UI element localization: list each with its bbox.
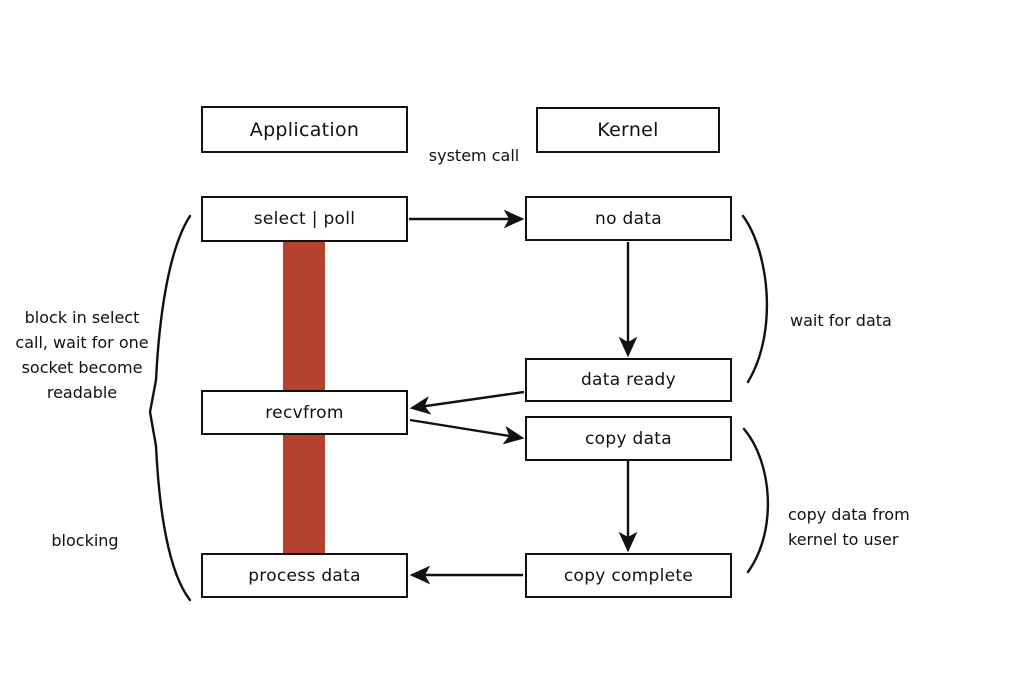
annotation-wait-for-data-text: wait for data [790,311,892,330]
node-process-data[interactable]: process data [201,553,408,598]
node-data-ready-label: data ready [580,370,677,390]
right-brace-wait-for-data [741,214,769,384]
node-process-data-label: process data [248,565,361,586]
blocking-bar-lower [283,435,325,553]
node-kernel[interactable]: Kernel [536,107,720,153]
node-application-label: Application [249,118,360,141]
annotation-copy-data-from-kernel: copy data from kernel to user [788,477,968,552]
label-system-call: system call [414,118,534,168]
node-copy-data-label: copy data [585,428,672,449]
left-brace [148,214,192,602]
node-select-poll-label: select | poll [253,209,356,229]
node-no-data[interactable]: no data [525,196,732,241]
node-data-ready[interactable]: data ready [525,358,732,402]
annotation-wait-for-data: wait for data [790,283,950,333]
annotation-blocking-text: blocking [51,531,119,550]
arrow-recvfrom-to-copydata [409,418,525,445]
annotation-block-in-select: block in select call, wait for one socke… [2,280,162,405]
node-select-poll[interactable]: select | poll [201,196,408,242]
node-application[interactable]: Application [201,106,408,153]
node-kernel-label: Kernel [597,119,659,141]
label-system-call-text: system call [428,146,520,165]
node-recvfrom-label: recvfrom [265,402,344,423]
node-copy-complete-label: copy complete [563,565,694,586]
annotation-copy-data-from-kernel-text: copy data from kernel to user [788,505,910,549]
right-brace-copy-data [742,427,770,574]
node-recvfrom[interactable]: recvfrom [201,390,408,435]
blocking-bar-upper [283,242,325,390]
node-copy-data[interactable]: copy data [525,416,732,461]
annotation-block-in-select-text: block in select call, wait for one socke… [15,308,149,402]
arrow-dataready-to-recvfrom [409,390,525,415]
annotation-blocking: blocking [20,503,150,553]
node-copy-complete[interactable]: copy complete [525,553,732,598]
node-no-data-label: no data [595,208,662,229]
